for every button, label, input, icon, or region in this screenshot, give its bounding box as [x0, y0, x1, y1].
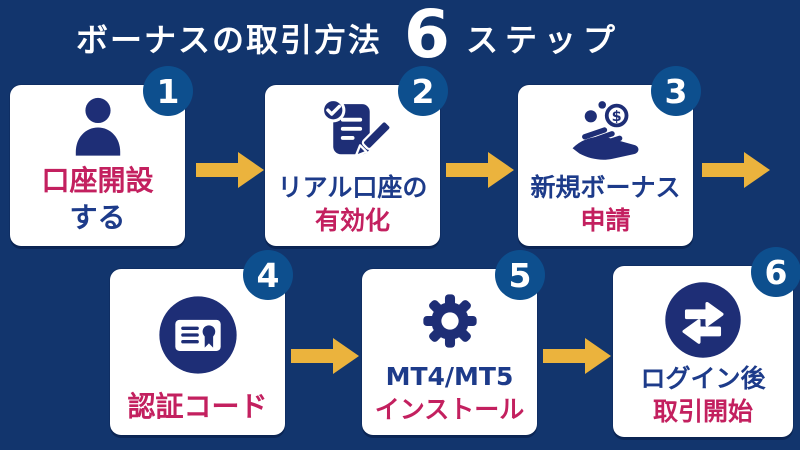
- step-sublabel: 申請: [580, 206, 631, 235]
- step-label: 新規ボーナス: [530, 173, 681, 202]
- page-title: ボーナスの取引方法 6 ステップ: [76, 0, 622, 76]
- step-sublabel: 取引開始: [652, 397, 753, 426]
- step-label: MT4/MT5: [385, 362, 514, 391]
- step-label: 認証コード: [127, 390, 268, 424]
- certificate-icon: [156, 269, 240, 389]
- step-card-3: 3 $ 新規ボーナス 申請: [518, 66, 701, 246]
- step-card-5: 5 MT4/MT5 インストール: [362, 250, 545, 435]
- flow-arrow-icon: [702, 151, 770, 189]
- gear-icon: [414, 269, 486, 360]
- step-number-badge: 5: [495, 250, 545, 300]
- step-card-6: 6 ログイン後 取引開始: [613, 247, 800, 437]
- step-sublabel: する: [69, 201, 126, 235]
- flow-arrow-icon: [196, 151, 264, 189]
- step-label: 口座開設: [41, 164, 154, 198]
- flow-arrow-icon: [291, 337, 359, 375]
- hand-coin-icon: $: [565, 83, 647, 171]
- title-prefix: ボーナスの取引方法: [76, 21, 383, 59]
- step-number-badge: 4: [243, 250, 293, 300]
- step-number-badge: 2: [398, 66, 448, 116]
- step-label: ログイン後: [640, 364, 766, 393]
- step-card-1: 1 口座開設 する: [10, 66, 193, 246]
- title-suffix: ステップ: [465, 21, 622, 59]
- step-number-badge: 1: [143, 66, 193, 116]
- title-step-count: 6: [404, 0, 450, 73]
- step-sublabel: インストール: [374, 395, 525, 424]
- step-number-badge: 6: [751, 247, 800, 297]
- swap-arrows-icon: [662, 266, 744, 362]
- step-number-badge: 3: [651, 66, 701, 116]
- document-check-icon: [315, 83, 391, 171]
- step-label: リアル口座の: [277, 173, 428, 202]
- step-card-2: 2 リアル口座の 有効化: [265, 66, 448, 246]
- flow-arrow-icon: [543, 337, 611, 375]
- flow-arrow-icon: [446, 151, 514, 189]
- step-sublabel: 有効化: [314, 206, 390, 235]
- step-card-4: 4 認証コード: [110, 250, 293, 435]
- svg-text:$: $: [611, 109, 621, 125]
- person-icon: [61, 77, 135, 163]
